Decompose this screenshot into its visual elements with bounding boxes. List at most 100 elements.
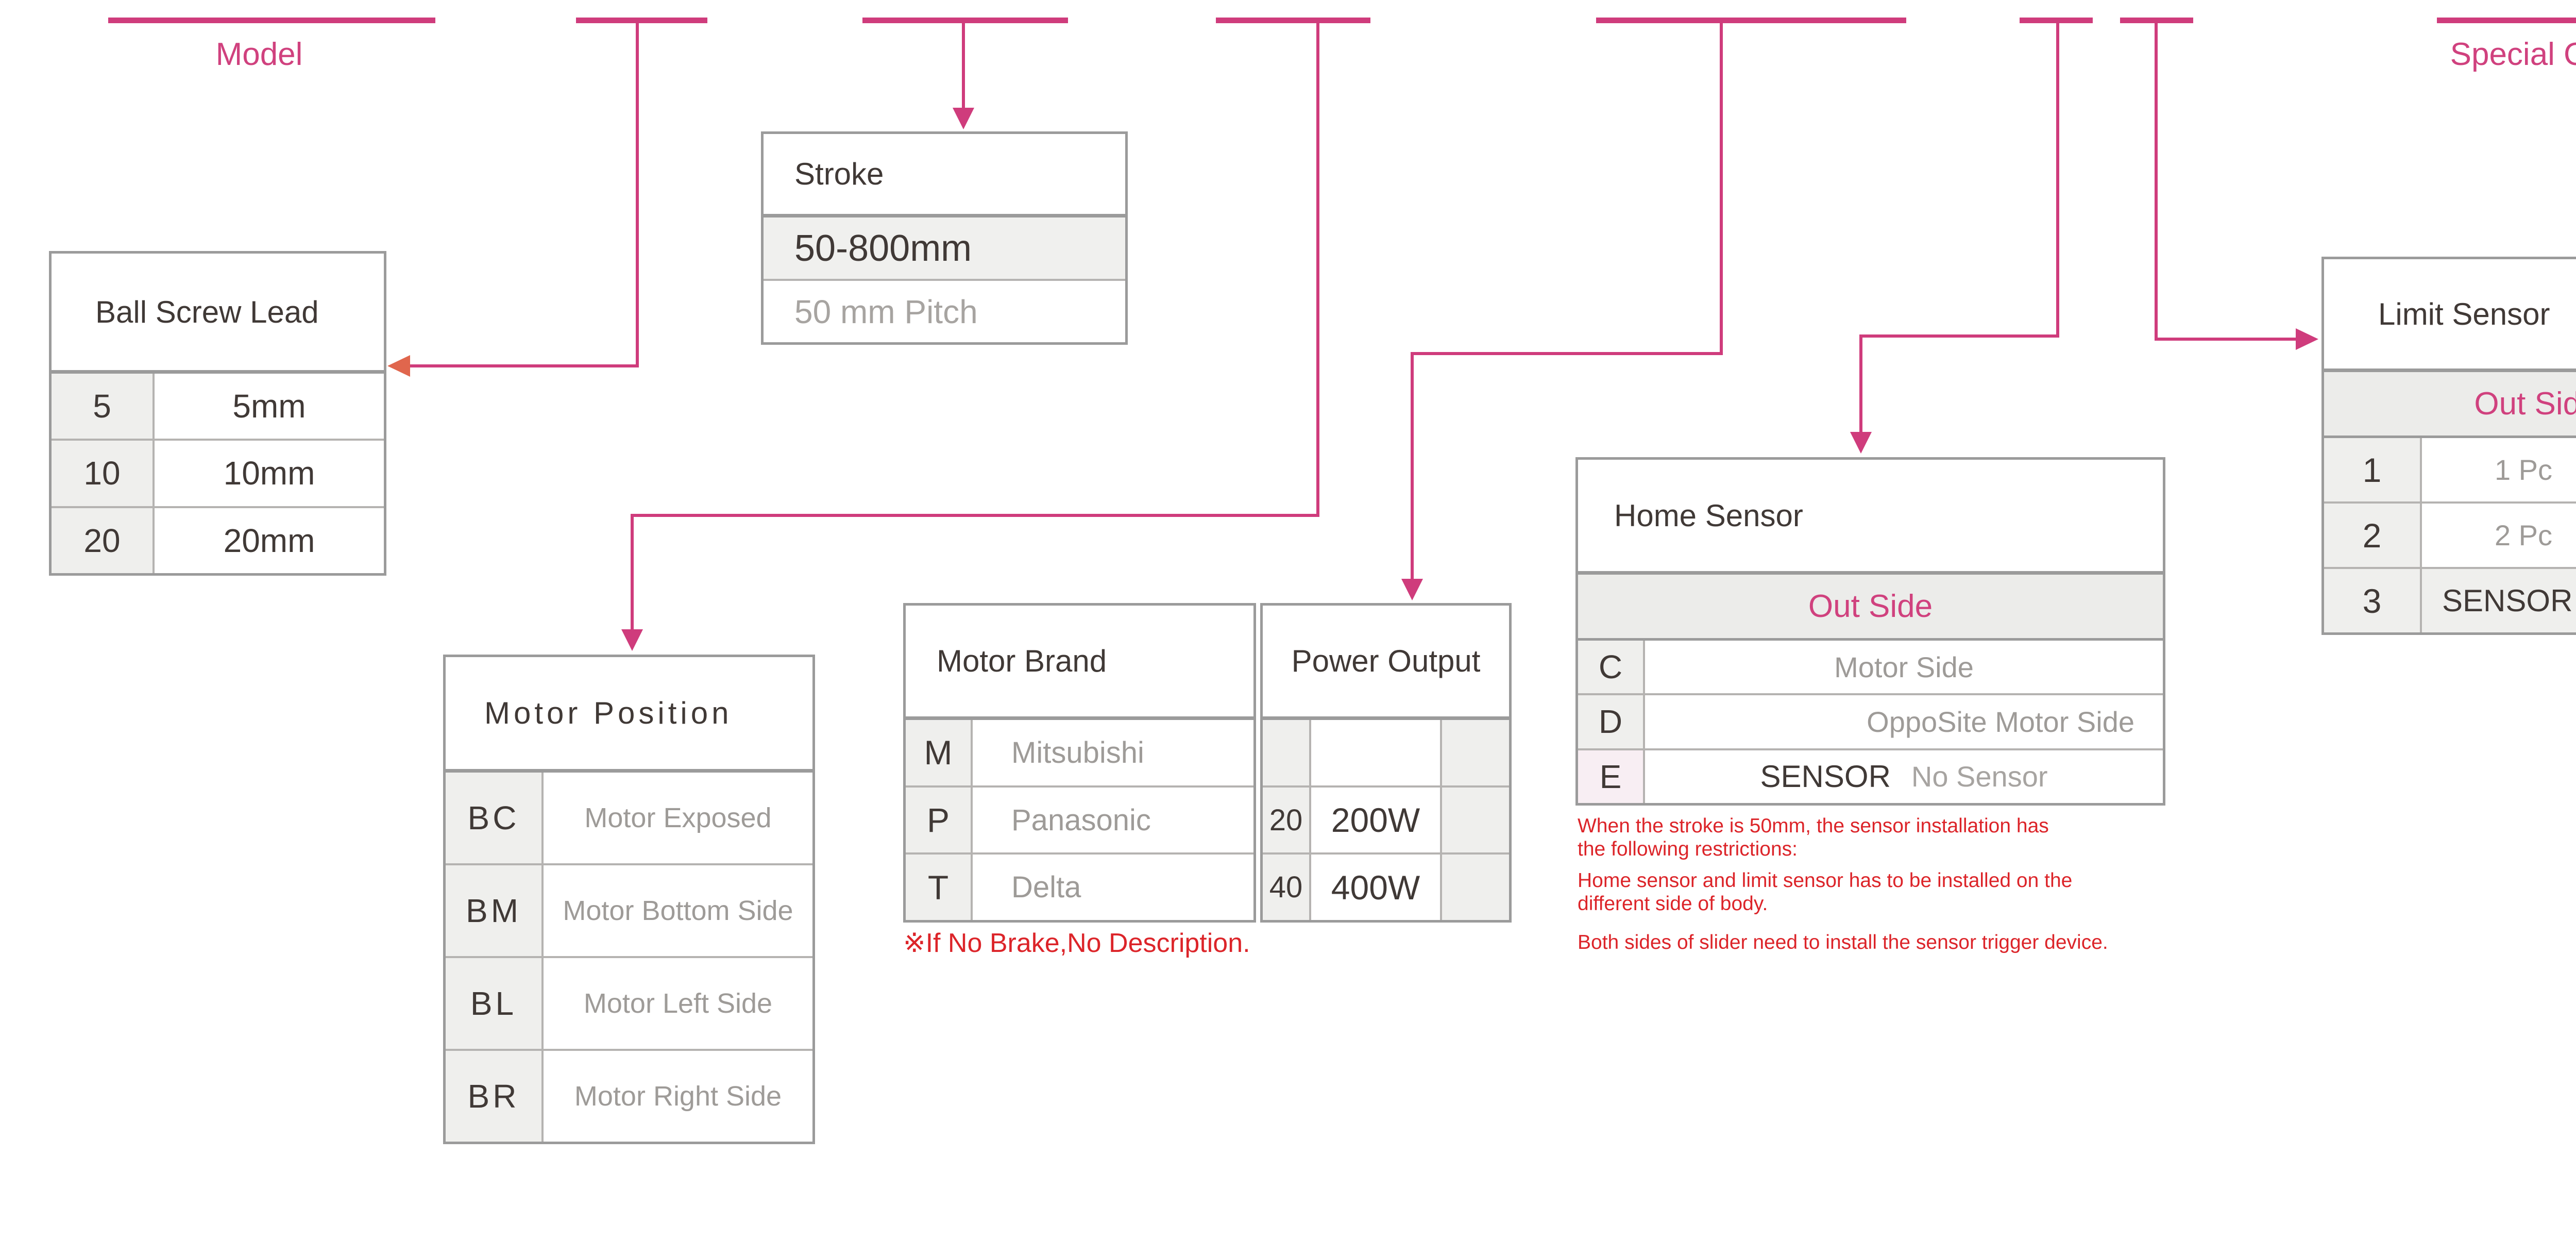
table-row: M Mitsubishi — [906, 720, 1253, 785]
model-code-segment-4 — [1216, 18, 1370, 23]
connector-power-vertical-1 — [1720, 20, 1723, 355]
value-cell: Motor Side — [1834, 650, 1974, 683]
connector-stroke-vertical — [962, 20, 965, 111]
table-row: 2 2 Pc — [2324, 501, 2576, 567]
value-cell: Panasonic — [1011, 803, 1151, 837]
home-sensor-side-band: Out Side — [1578, 575, 2163, 641]
value-cell: Motor Right Side — [574, 1081, 782, 1112]
spare-cell — [1442, 787, 1509, 853]
arrow-motor-position-icon — [621, 629, 643, 651]
code-cell: BR — [446, 1051, 544, 1142]
arrow-power-icon — [1401, 579, 1423, 600]
ball-screw-lead-table: Ball Screw Lead 5 5mm 10 10mm 20 20mm — [49, 251, 386, 576]
code-cell: P — [906, 787, 973, 853]
table-row: 20 200W — [1263, 785, 1509, 853]
motor-position-title: Motor Position — [446, 657, 812, 773]
connector-ball-screw-vertical — [636, 20, 639, 366]
home-sensor-table: Home Sensor Out Side C Motor Side D Oppo… — [1575, 457, 2165, 806]
connector-home-sensor-vertical-1 — [2056, 20, 2059, 338]
limit-sensor-table: Limit Sensor Out Side 1 1 Pc 2 2 Pc 3 SE… — [2321, 257, 2576, 635]
table-row: 50-800mm — [764, 217, 1125, 279]
value-cell: Motor Exposed — [584, 802, 772, 833]
value-cell: 200W — [1311, 787, 1442, 853]
code-cell: 2 — [2324, 504, 2422, 567]
model-label: Model — [215, 37, 303, 72]
code-cell — [1263, 720, 1311, 785]
value-cell: Delta — [1011, 870, 1081, 905]
spare-cell — [1442, 855, 1509, 920]
table-row: 50 mm Pitch — [764, 279, 1125, 342]
table-row: 40 400W — [1263, 852, 1509, 920]
motor-brand-table: Motor Brand M Mitsubishi P Panasonic T D… — [903, 603, 1256, 923]
note-line: the following restrictions: — [1578, 838, 1798, 860]
connector-limit-sensor-vertical — [2155, 20, 2158, 341]
limit-sensor-title: Limit Sensor — [2324, 259, 2576, 372]
code-cell: 1 — [2324, 438, 2422, 501]
connector-home-sensor-vertical-2 — [1859, 334, 1862, 434]
value-cell: Motor Left Side — [583, 988, 773, 1019]
code-cell: M — [906, 720, 973, 785]
value-cell: OppoSite Motor Side — [1867, 705, 2134, 738]
power-output-title: Power Output — [1263, 606, 1509, 720]
connector-power-horizontal — [1411, 352, 1723, 355]
connector-limit-sensor-horizontal — [2156, 338, 2297, 341]
value-cell: 10mm — [223, 455, 315, 492]
sensor-word: SENSOR — [2442, 583, 2573, 618]
spacer — [1578, 861, 2108, 869]
table-row: D OppoSite Motor Side — [1578, 693, 2163, 748]
arrow-home-sensor-icon — [1850, 432, 1872, 454]
code-cell: BC — [446, 773, 544, 863]
special-order-label: Special Order No. — [2450, 37, 2576, 72]
connector-motor-position-horizontal — [631, 514, 1319, 517]
connector-motor-position-vertical-2 — [631, 514, 634, 631]
home-sensor-title: Home Sensor — [1578, 460, 2163, 575]
connector-power-vertical-2 — [1411, 352, 1414, 581]
table-row: BR Motor Right Side — [446, 1049, 812, 1142]
code-cell: 20 — [52, 508, 155, 573]
limit-sensor-side-band: Out Side — [2324, 372, 2576, 438]
connector-ball-screw-horizontal — [405, 364, 639, 367]
value-cell: 20mm — [223, 522, 315, 559]
code-cell: C — [1578, 641, 1645, 694]
table-row: T Delta — [906, 852, 1253, 920]
code-cell: 10 — [52, 441, 155, 506]
connector-motor-position-vertical-1 — [1316, 20, 1319, 515]
table-row: BL Motor Left Side — [446, 956, 812, 1049]
power-output-table: Power Output 20 200W 40 400W — [1260, 603, 1512, 923]
sensor-word: SENSOR — [1760, 759, 1891, 794]
table-row: 10 10mm — [52, 439, 384, 506]
table-row: BC Motor Exposed — [446, 773, 812, 863]
note-line: When the stroke is 50mm, the sensor inst… — [1578, 815, 2049, 837]
brake-note: ※If No Brake,No Description. — [903, 928, 1250, 958]
value-cell: Motor Bottom Side — [563, 895, 793, 926]
stroke-title: Stroke — [764, 134, 1125, 217]
code-cell: 5 — [52, 374, 155, 439]
model-code-segment-5 — [1596, 18, 1906, 23]
value-cell: 400W — [1311, 855, 1442, 920]
value-cell: 5mm — [232, 388, 306, 425]
no-sensor-word: No Sensor — [1911, 760, 2048, 793]
model-code-segment-1 — [108, 18, 435, 23]
arrow-ball-screw-icon — [387, 355, 410, 377]
table-row: E SENSOR No Sensor — [1578, 748, 2163, 803]
value-cell: SENSOR No Sensor — [1645, 750, 2163, 803]
table-row: C Motor Side — [1578, 641, 2163, 694]
table-row: P Panasonic — [906, 785, 1253, 853]
value-cell: SENSOR No Sensor — [2422, 569, 2576, 632]
value-cell — [1311, 720, 1442, 785]
model-code-segment-8 — [2437, 18, 2576, 23]
motor-brand-title: Motor Brand — [906, 606, 1253, 720]
sensor-restriction-notes: When the stroke is 50mm, the sensor inst… — [1578, 814, 2108, 954]
arrow-stroke-icon — [953, 108, 974, 129]
stroke-range: 50-800mm — [794, 227, 972, 269]
code-cell: BM — [446, 865, 544, 956]
table-row: 3 SENSOR No Sensor — [2324, 567, 2576, 632]
note-line: different side of body. — [1578, 893, 1768, 915]
connector-home-sensor-horizontal — [1859, 334, 2059, 338]
model-code-segment-3 — [862, 18, 1068, 23]
table-row — [1263, 720, 1509, 785]
code-cell: T — [906, 855, 973, 920]
table-row: BM Motor Bottom Side — [446, 863, 812, 956]
arrow-limit-sensor-icon — [2296, 328, 2318, 350]
